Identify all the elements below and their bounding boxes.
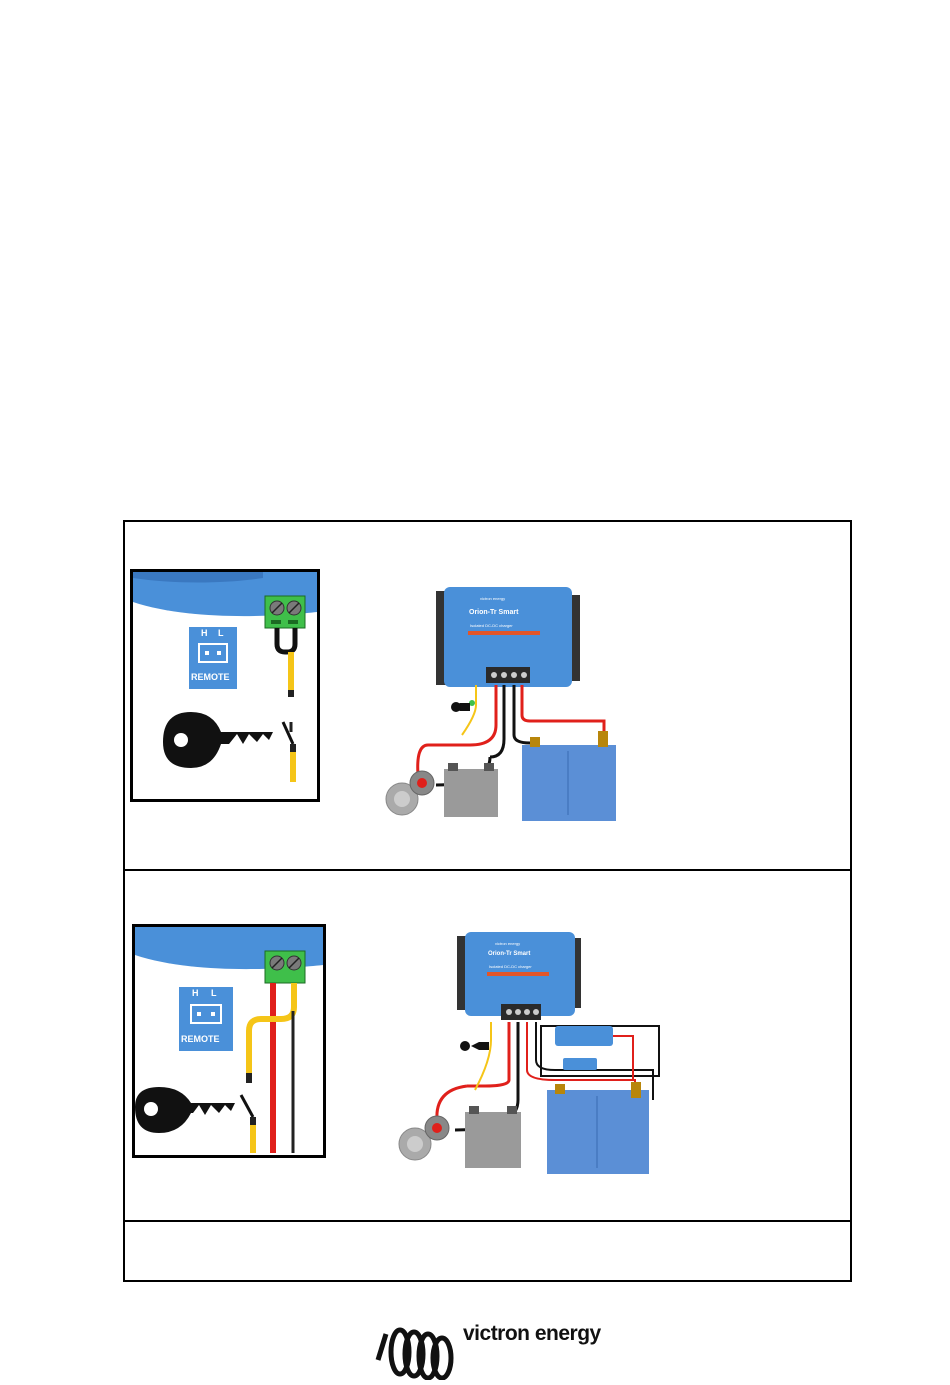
remote-label: REMOTE [181, 1034, 220, 1044]
remote-inset-1: H L REMOTE [130, 569, 320, 802]
charger-brand: victron energy [495, 941, 520, 946]
remote-inset-2: H L REMOTE [132, 924, 326, 1158]
terminal-l-label: L [218, 628, 224, 638]
brand-name: victron energy [463, 1322, 601, 1346]
terminal-l-label: L [211, 988, 217, 998]
victron-logo-mark [372, 1322, 462, 1380]
charger-name: Orion-Tr Smart [488, 951, 530, 957]
charger-name: Orion-Tr Smart [469, 609, 518, 616]
row-divider-2 [123, 1220, 852, 1222]
key-icon [135, 1087, 235, 1133]
charger-subtitle: Isolated DC-DC charger [470, 623, 513, 628]
row-divider-1 [123, 869, 852, 871]
terminal-h-label: H [201, 628, 208, 638]
key-icon [163, 712, 273, 768]
charger-brand: victron energy [480, 596, 505, 601]
wiring-diagram-1: victron energy Orion-Tr Smart Isolated D… [380, 585, 625, 825]
wiring-diagram-2: victron energy Orion-Tr Smart Isolated D… [395, 930, 665, 1175]
remote-label: REMOTE [191, 672, 230, 682]
terminal-h-label: H [192, 988, 199, 998]
charger-subtitle: Isolated DC-DC charger [489, 964, 532, 969]
